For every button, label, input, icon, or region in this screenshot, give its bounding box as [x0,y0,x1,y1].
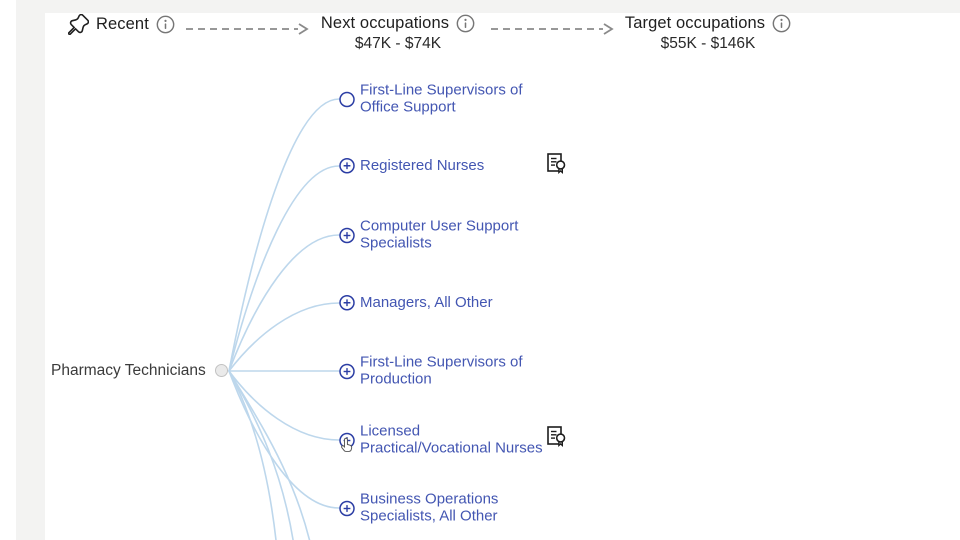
occupation-item[interactable]: Computer User Support Specialists [339,217,552,252]
license-badge-icon [547,426,566,447]
occupation-item[interactable]: First-Line Supervisors of Production [339,353,552,388]
next-occupations-header: Next occupations $47K - $74K [312,14,484,53]
expand-plus-icon[interactable] [339,363,355,379]
recent-label: Recent [96,15,149,33]
occupation-item[interactable]: Licensed Practical/Vocational Nurses [339,422,552,457]
node-circle-icon[interactable] [339,91,355,107]
expand-plus-icon[interactable] [339,295,355,311]
root-occupation-label: Pharmacy Technicians [51,362,206,379]
occupation-label[interactable]: Licensed Practical/Vocational Nurses [360,422,543,456]
next-salary-range: $47K - $74K [354,35,442,52]
occupation-label[interactable]: First-Line Supervisors of Office Support [360,81,523,115]
info-icon[interactable] [156,15,175,34]
license-badge-icon [547,153,566,174]
info-icon[interactable] [456,14,475,33]
occupation-item[interactable]: Registered Nurses [339,156,485,175]
next-occupations-label: Next occupations [320,14,450,32]
occupation-item[interactable]: Business Operations Specialists, All Oth… [339,490,552,525]
info-icon[interactable] [772,14,791,33]
occupation-label[interactable]: Business Operations Specialists, All Oth… [360,490,499,524]
hand-pointer-cursor [341,437,353,452]
recent-button[interactable]: Recent [68,14,175,35]
target-salary-range: $55K - $146K [660,35,756,52]
occupation-item[interactable]: First-Line Supervisors of Office Support [339,81,552,116]
occupation-label[interactable]: Computer User Support Specialists [360,217,519,251]
occupation-label[interactable]: Registered Nurses [360,156,485,174]
flow-arrow [186,23,309,35]
left-gutter [16,0,45,540]
expand-plus-icon[interactable] [339,158,355,174]
expand-plus-icon[interactable] [339,227,355,243]
target-occupations-label: Target occupations [624,14,766,32]
root-node-circle[interactable] [215,364,228,377]
push-pin-icon [68,14,89,35]
occupation-item[interactable]: Managers, All Other [339,293,493,312]
flow-arrow [491,23,614,35]
occupation-label[interactable]: Managers, All Other [360,293,493,311]
target-occupations-header: Target occupations $55K - $146K [616,14,800,53]
top-gutter [45,0,960,13]
occupation-label[interactable]: First-Line Supervisors of Production [360,353,523,387]
expand-plus-icon[interactable] [339,500,355,516]
